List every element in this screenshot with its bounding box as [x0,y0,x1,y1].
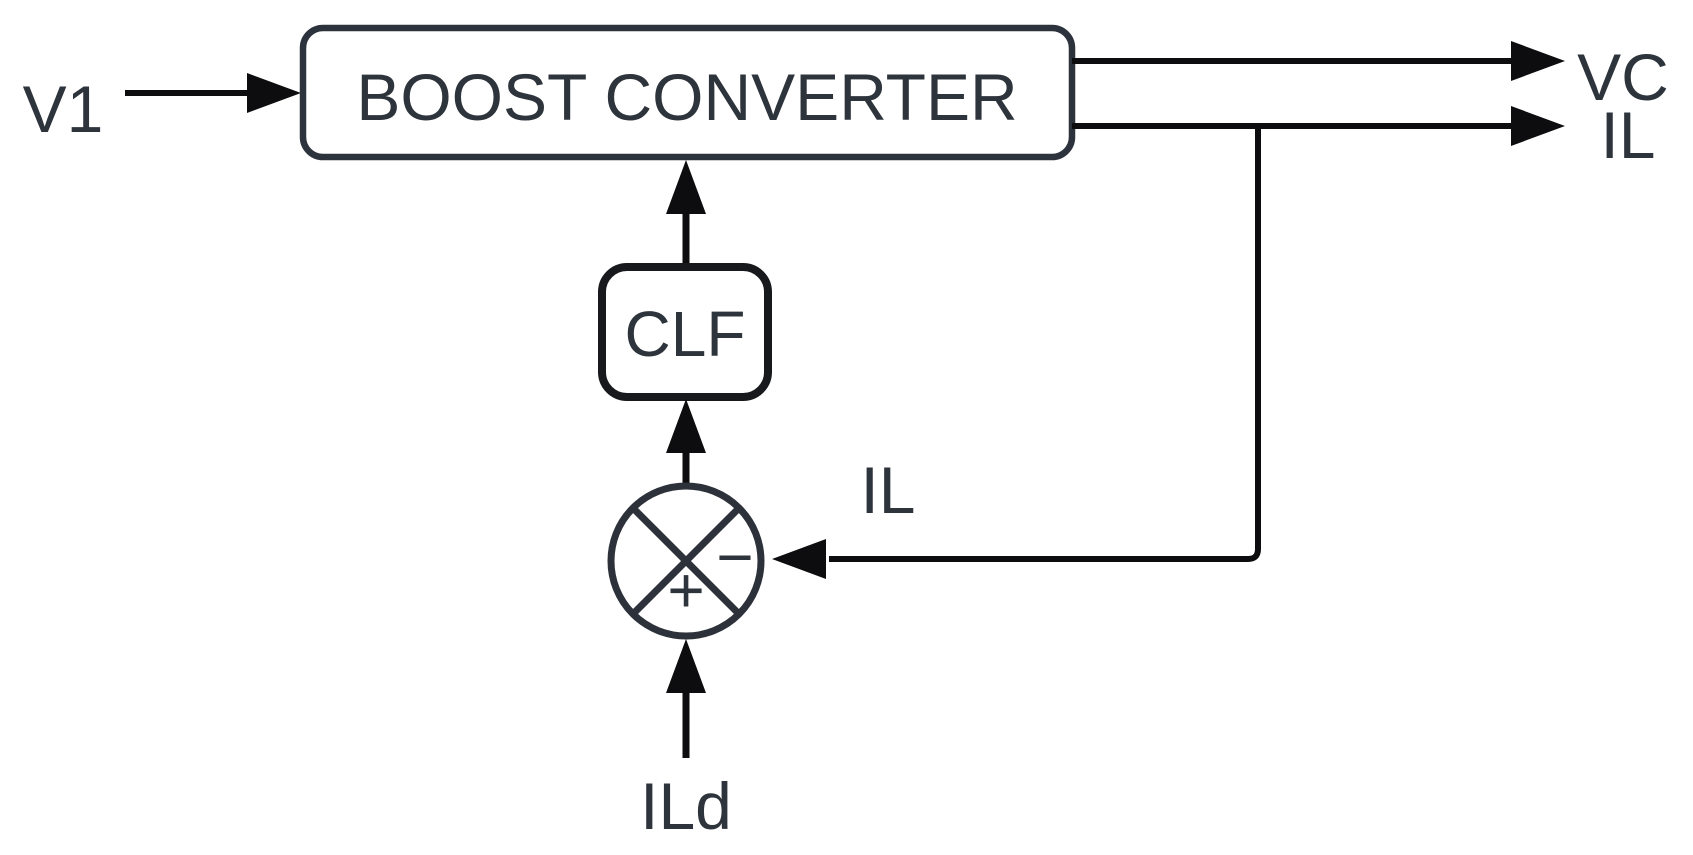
vc-output-arrow [1072,41,1565,81]
clf-to-boost-arrow [666,160,706,267]
arrowhead-right-icon [247,73,301,113]
v1-input-arrow [125,73,301,113]
clf-block [598,263,772,401]
vc-output-label: VC [1577,40,1669,114]
arrowhead-right-icon [1511,41,1565,81]
ild-label: ILd [640,769,732,843]
summing-junction: − + [607,482,765,640]
clf-label: CLF [625,298,746,370]
arrowhead-up-icon [666,639,706,693]
arrowhead-up-icon [666,160,706,214]
il-feedback-label: IL [860,453,915,527]
il-feedback-line [772,128,1261,579]
arrowhead-left-icon [772,539,826,579]
boost-converter-label: BOOST CONVERTER [356,60,1017,134]
arrowhead-up-icon [666,399,706,453]
arrowhead-right-icon [1511,106,1565,146]
v1-label: V1 [23,72,104,146]
sum-to-clf-arrow [666,399,706,484]
il-output-arrow [1072,106,1565,146]
il-output-label: IL [1600,98,1655,172]
plus-sign: + [667,554,704,626]
minus-sign: − [716,521,753,593]
boost-converter-block [299,24,1076,161]
ild-input-arrow [666,639,706,758]
